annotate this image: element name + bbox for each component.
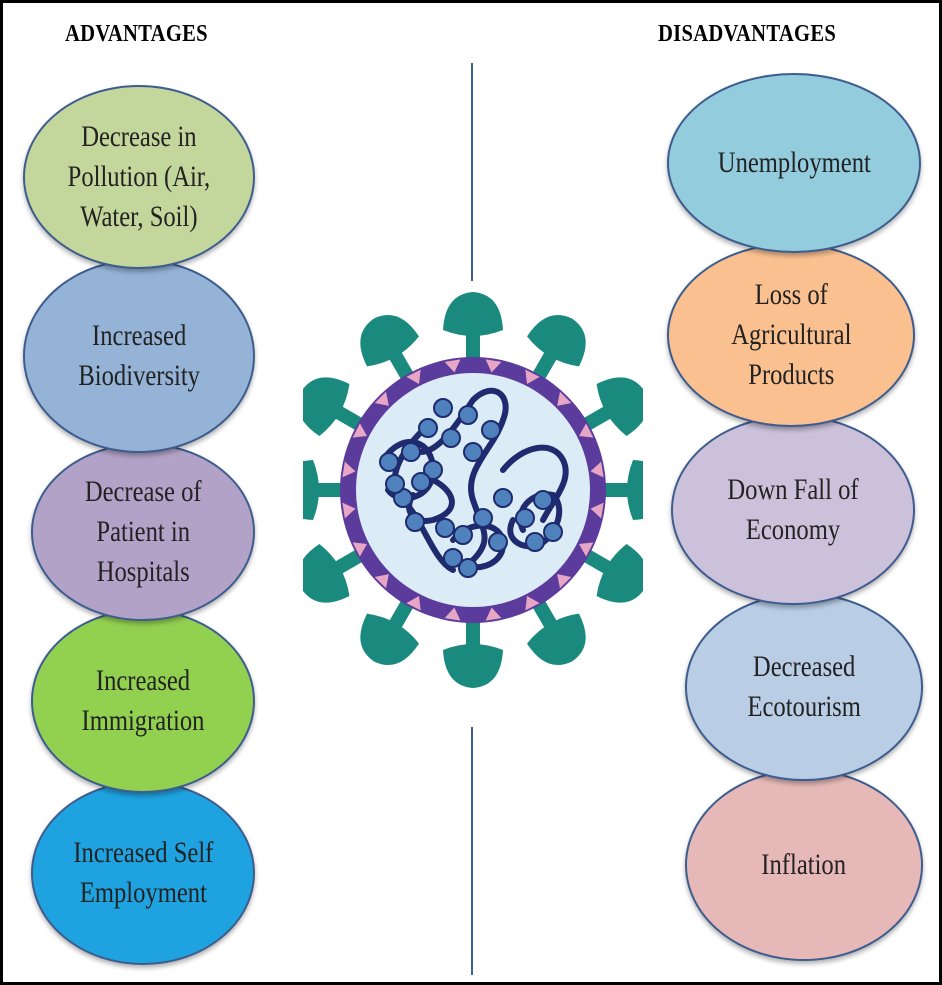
nucleotide bbox=[463, 442, 483, 462]
disadvantage-oval-1: Unemployment bbox=[667, 73, 921, 253]
virus-spike bbox=[303, 460, 347, 520]
capsid-triangle bbox=[525, 596, 540, 611]
nucleotide bbox=[418, 418, 438, 438]
nucleotide bbox=[443, 548, 463, 568]
capsid-triangle bbox=[374, 391, 389, 406]
nucleotide bbox=[441, 428, 461, 448]
nucleotide bbox=[533, 490, 553, 510]
nucleotide bbox=[458, 405, 478, 425]
virus-spike bbox=[527, 595, 586, 665]
advantage-oval-1: Decrease in Pollution (Air, Water, Soil) bbox=[23, 85, 255, 269]
nucleotide bbox=[379, 452, 399, 472]
capsid-triangle bbox=[525, 369, 540, 384]
advantage-label: Increased Self Employment bbox=[72, 836, 214, 909]
advantage-label: Increased Biodiversity bbox=[78, 319, 200, 392]
virus-spike bbox=[303, 544, 368, 603]
disadvantage-oval-4: Decreased Ecotourism bbox=[685, 593, 923, 781]
capsid-triangle bbox=[352, 542, 367, 557]
capsid-triangle bbox=[444, 359, 461, 373]
capsid-triangle bbox=[590, 502, 604, 519]
nucleotide bbox=[435, 518, 455, 538]
virus-spike bbox=[443, 292, 503, 364]
nucleotide bbox=[515, 508, 535, 528]
capsid-triangle bbox=[342, 461, 356, 478]
advantage-oval-5: Increased Self Employment bbox=[31, 781, 255, 965]
capsid-triangle bbox=[444, 607, 461, 621]
advantage-oval-2: Increased Biodiversity bbox=[23, 259, 255, 453]
capsid-triangle bbox=[352, 423, 367, 438]
disadvantage-oval-3: Down Fall of Economy bbox=[671, 415, 915, 605]
nucleotide bbox=[458, 558, 478, 578]
capsid-triangle bbox=[485, 359, 502, 373]
capsid-triangle bbox=[342, 502, 356, 519]
nucleotide bbox=[433, 398, 453, 418]
capsid-triangle bbox=[579, 542, 594, 557]
nucleotide bbox=[411, 472, 431, 492]
disadvantage-label: Loss of Agricultural Products bbox=[730, 278, 852, 391]
coronavirus-icon bbox=[303, 292, 643, 688]
nucleotide bbox=[543, 522, 563, 542]
virus-spike bbox=[360, 315, 419, 385]
advantage-label: Decrease in Pollution (Air, Water, Soil) bbox=[67, 120, 211, 233]
nucleotide bbox=[423, 460, 443, 480]
disadvantage-label: Unemployment bbox=[717, 146, 871, 179]
virus-spike bbox=[443, 616, 503, 688]
virus-spike bbox=[578, 377, 643, 436]
nucleotide bbox=[493, 488, 513, 508]
virus-spike bbox=[303, 377, 368, 436]
advantage-oval-3: Decrease of Patient in Hospitals bbox=[31, 443, 255, 621]
disadvantage-oval-2: Loss of Agricultural Products bbox=[667, 243, 915, 427]
advantages-heading: ADVANTAGES bbox=[65, 21, 208, 47]
center-divider-top bbox=[471, 63, 473, 281]
disadvantage-oval-5: Inflation bbox=[685, 769, 923, 961]
capsid-triangle bbox=[406, 369, 421, 384]
capsid-triangle bbox=[557, 574, 572, 589]
nucleotide bbox=[385, 474, 405, 494]
capsid-triangle bbox=[590, 461, 604, 478]
disadvantage-label: Decreased Ecotourism bbox=[747, 650, 861, 723]
virus-spike bbox=[527, 315, 586, 385]
capsid-triangle bbox=[485, 607, 502, 621]
nucleotide bbox=[525, 532, 545, 552]
virus-spike bbox=[578, 544, 643, 603]
capsid-triangle bbox=[557, 391, 572, 406]
advantage-oval-4: Increased Immigration bbox=[31, 609, 255, 793]
disadvantage-label: Down Fall of Economy bbox=[727, 473, 859, 546]
nucleotide bbox=[405, 512, 425, 532]
nucleotide bbox=[401, 442, 421, 462]
advantage-label: Increased Immigration bbox=[81, 664, 205, 737]
disadvantage-label: Inflation bbox=[761, 848, 847, 881]
virus-spike bbox=[360, 595, 419, 665]
disadvantages-heading: DISADVANTAGES bbox=[658, 21, 837, 47]
advantage-label: Decrease of Patient in Hospitals bbox=[84, 475, 202, 588]
nucleotide bbox=[488, 532, 508, 552]
capsid-triangle bbox=[374, 574, 389, 589]
nucleotide bbox=[473, 508, 493, 528]
center-divider-bottom bbox=[471, 727, 473, 975]
nucleotide bbox=[453, 525, 473, 545]
virus-spike bbox=[599, 460, 643, 520]
nucleotide bbox=[481, 420, 501, 440]
capsid-triangle bbox=[579, 423, 594, 438]
capsid-triangle bbox=[406, 596, 421, 611]
